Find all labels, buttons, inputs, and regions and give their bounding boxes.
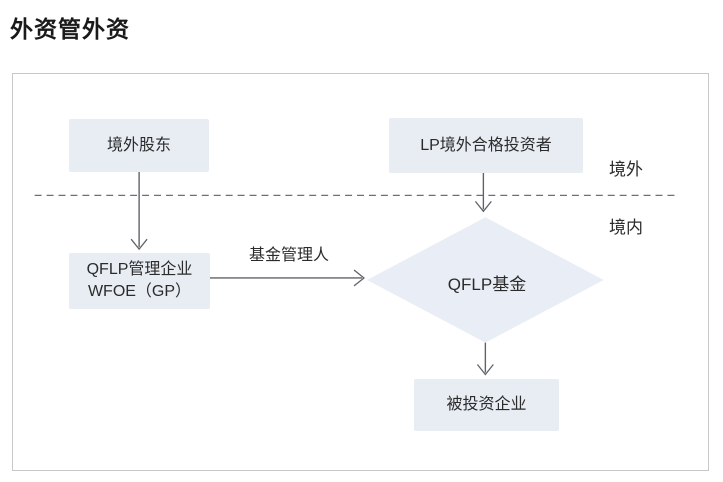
edge-label-fund-manager: 基金管理人 xyxy=(248,247,329,264)
qflp-fund-diamond xyxy=(366,217,604,343)
node-qflp-manager: QFLP管理企业 WFOE（GP） xyxy=(69,253,210,309)
diagram-connectors xyxy=(34,171,676,376)
arrow-fund-to-investee xyxy=(476,342,494,376)
node-overseas-shareholder-label: 境外股东 xyxy=(106,136,171,154)
diagram-panel: 境外股东 LP境外合格投资者 境外 境内 QFLP管理企业 WFOE（GP） 基… xyxy=(12,73,709,471)
arrow-shareholder-to-manager xyxy=(130,171,148,251)
region-label-domestic: 境内 xyxy=(609,218,643,237)
node-investee: 被投资企业 xyxy=(414,379,559,431)
page-title: 外资管外资 xyxy=(10,16,130,42)
arrow-manager-to-fund xyxy=(209,269,366,287)
node-lp-investor-label: LP境外合格投资者 xyxy=(420,136,552,154)
node-qflp-fund-label: QFLP基金 xyxy=(447,275,527,294)
arrow-lp-to-fund xyxy=(474,172,492,213)
region-label-overseas: 境外 xyxy=(609,160,643,179)
node-lp-investor: LP境外合格投资者 xyxy=(389,118,583,173)
node-qflp-manager-line1: QFLP管理企业 xyxy=(86,261,193,279)
node-investee-label: 被投资企业 xyxy=(446,396,527,414)
node-qflp-manager-line2: WFOE（GP） xyxy=(87,283,192,300)
node-overseas-shareholder: 境外股东 xyxy=(69,119,209,172)
